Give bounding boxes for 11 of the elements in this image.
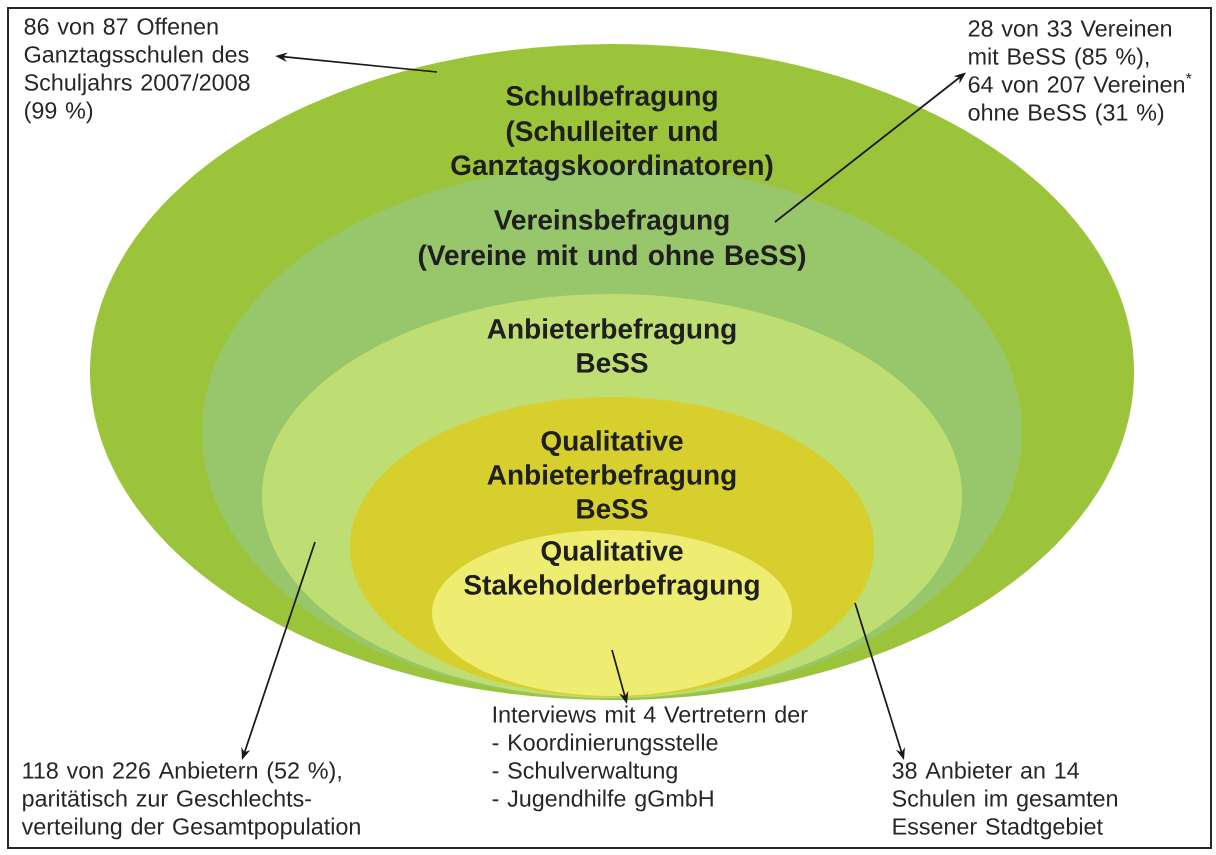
band-title: Qualitative Anbieterbefragung BeSS bbox=[487, 430, 736, 519]
band-title: Anbieterbefragung BeSS bbox=[487, 318, 736, 373]
band-title: Schulbefragung (Schulleiter und Ganztagskoordinatoren) bbox=[451, 85, 773, 181]
note-text: 86 von 87 Offenen Ganztagsschulen des Schuljahrs 2007/2008 (99 %) bbox=[24, 17, 250, 124]
note-text: Interviews mit 4 Vertretern der - Koordinierungsstelle - Schulverwaltung - Jugendhilfe gGmbH bbox=[492, 705, 808, 812]
band-title: Qualitative Stakeholderbefragung bbox=[464, 540, 759, 601]
ellipse-band bbox=[432, 530, 792, 696]
note-text: 38 Anbieter an 14 Schulen im gesamten Essener Stadtgebiet bbox=[892, 761, 1117, 840]
note-text: 118 von 226 Anbietern (52 %), paritätisch zur Geschlechts-verteilung der Gesamtpopulation bbox=[21, 761, 360, 840]
band-title: Vereinsbefragung (Vereine mit und ohne BeSS) bbox=[418, 209, 806, 271]
note-text: 28 von 33 Vereinen mit BeSS (85 %), 64 von 207 Vereinen$^{*}$ ohne BeSS (31 %) bbox=[968, 19, 1192, 126]
